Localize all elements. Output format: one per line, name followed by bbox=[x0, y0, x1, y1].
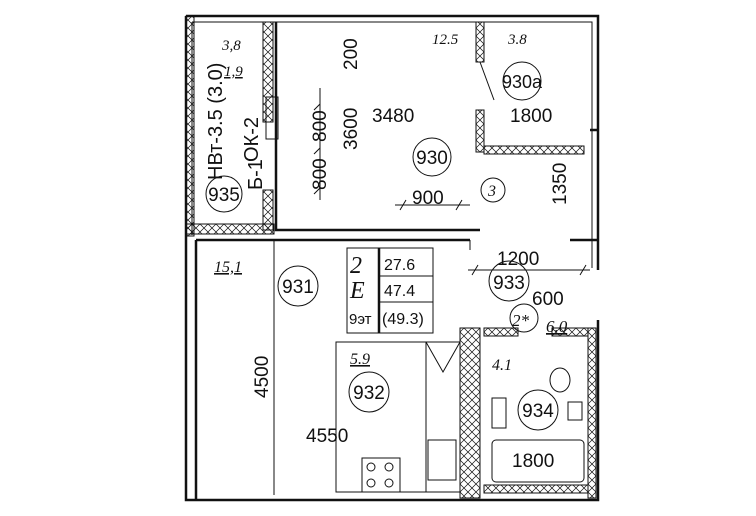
dim-4500: 4500 bbox=[252, 356, 273, 398]
room-930-area: 12.5 bbox=[432, 32, 459, 48]
total-area-with-balcony: (49.3) bbox=[382, 311, 424, 328]
walls bbox=[184, 14, 600, 502]
room-934-area: 4.1 bbox=[492, 357, 512, 374]
marker-2-circle bbox=[509, 303, 539, 333]
room-933-circle bbox=[488, 260, 530, 302]
room-935-id: 935 bbox=[208, 185, 240, 206]
living-area: 27.6 bbox=[384, 257, 415, 274]
dim-1350: 1350 bbox=[550, 163, 571, 205]
room-932-circle bbox=[348, 371, 390, 413]
room-930a-circle bbox=[502, 61, 542, 101]
room-933-id: 933 bbox=[493, 273, 525, 294]
balcony-label: НВт-3.5 (3.0) bbox=[205, 63, 227, 180]
rooms-count: 2 bbox=[350, 253, 362, 279]
room-935-circle bbox=[205, 175, 243, 213]
room-931-id: 931 bbox=[282, 277, 314, 298]
room-931-circle bbox=[277, 265, 319, 307]
room-934-circle bbox=[517, 389, 559, 431]
dim-3600: 3600 bbox=[341, 108, 362, 150]
room-934-id: 934 bbox=[522, 401, 554, 422]
balcony-area-bottom: 1,9 bbox=[224, 64, 243, 80]
room-932-id: 932 bbox=[353, 383, 385, 404]
window-label: ОК-2 bbox=[241, 117, 263, 162]
door-label: Б-1 bbox=[245, 159, 267, 190]
marker-3: 3 bbox=[487, 183, 496, 200]
apartment-type: Е bbox=[349, 278, 365, 304]
room-931-area: 15,1 bbox=[214, 259, 242, 276]
total-area: 47.4 bbox=[384, 283, 415, 300]
dim-200: 200 bbox=[341, 38, 362, 70]
dim-1800-bath: 1800 bbox=[512, 451, 554, 472]
dim-1800-top: 1800 bbox=[510, 106, 552, 127]
room-930a-area: 3.8 bbox=[507, 32, 527, 48]
dim-900: 900 bbox=[412, 188, 444, 209]
marker-2: 2* bbox=[512, 311, 530, 330]
room-930a-id: 930а bbox=[502, 72, 543, 92]
dim-800-a: 800 bbox=[310, 110, 331, 142]
dim-600: 600 bbox=[532, 289, 564, 310]
room-930-circle bbox=[412, 137, 452, 177]
dim-4550: 4550 bbox=[306, 426, 348, 447]
marker-3-circle bbox=[480, 177, 506, 203]
floor-label: 9эт bbox=[349, 311, 372, 328]
apartment-info-table bbox=[346, 247, 434, 334]
room-933-area: 6.0 bbox=[546, 317, 568, 336]
room-932-area: 5.9 bbox=[350, 351, 370, 368]
dim-3480: 3480 bbox=[372, 106, 414, 127]
dim-1200: 1200 bbox=[497, 249, 539, 270]
room-930-id: 930 bbox=[416, 148, 448, 169]
balcony-area-top: 3,8 bbox=[221, 38, 241, 54]
dim-800-b: 800 bbox=[310, 158, 331, 190]
dimension-lines bbox=[313, 88, 590, 276]
